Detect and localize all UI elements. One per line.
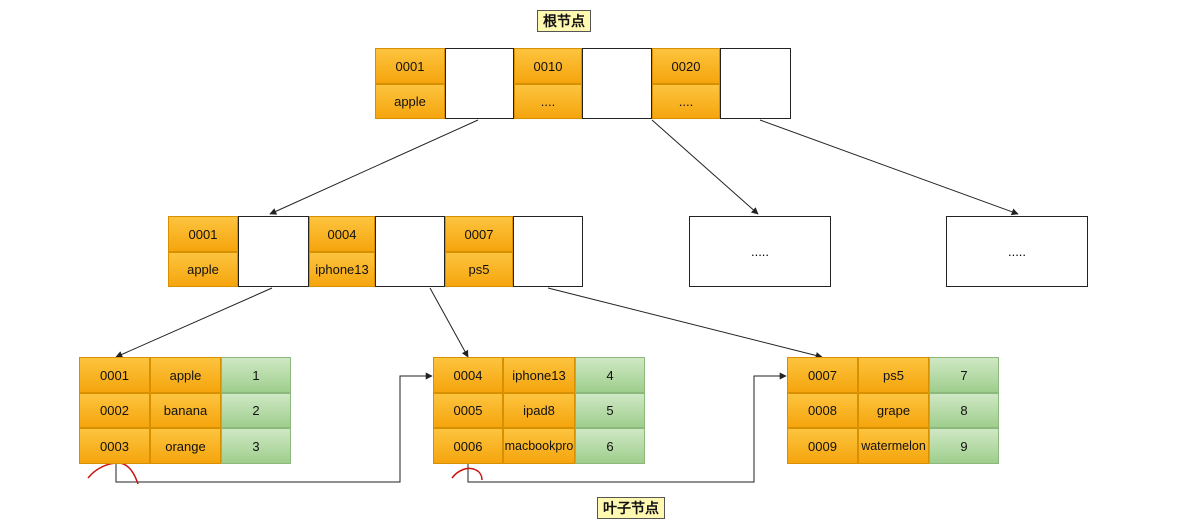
leaf-row-id: 0004 [433,357,503,393]
leaf-row-id: 0008 [787,393,858,428]
root-key-name: .... [652,84,720,119]
leaf-row-id: 0005 [433,393,503,428]
root-pointer-cell [445,48,514,119]
internal-key-name: apple [168,252,238,287]
internal-key-name: ps5 [445,252,513,287]
root-key-id: 0001 [375,48,445,84]
edge-internal-to-leaf-3 [547,287,823,359]
leaf-row-name: iphone13 [503,357,575,393]
leaf-row-id: 0007 [787,357,858,393]
leaf-row-value: 8 [929,393,999,428]
leaf-row-id: 0001 [79,357,150,393]
leaf-row-name: watermelon [858,428,929,464]
leaf-row-name: grape [858,393,929,428]
leaf-row-value: 3 [221,428,291,464]
leaf-row-value: 1 [221,357,291,393]
internal-key-id: 0004 [309,216,375,252]
leaf-row-id: 0003 [79,428,150,464]
edge-internal-to-leaf-2 [429,287,469,358]
edge-root-to-internal-2 [651,119,759,215]
root-key-name: .... [514,84,582,119]
internal-key-id: 0001 [168,216,238,252]
leaf-row-name: macbookpro [503,428,575,464]
edge-root-to-internal-1 [269,119,479,215]
leaf-row-id: 0002 [79,393,150,428]
leaf-row-name: banana [150,393,221,428]
leaf-row-name: ipad8 [503,393,575,428]
root-pointer-cell [582,48,652,119]
leaf-node-label: 叶子节点 [597,497,665,519]
leaf-row-name: apple [150,357,221,393]
leaf-row-value: 4 [575,357,645,393]
internal-pointer-cell [238,216,309,287]
internal-pointer-cell [513,216,583,287]
root-key-id: 0020 [652,48,720,84]
leaf-row-value: 9 [929,428,999,464]
leaf-row-value: 5 [575,393,645,428]
red-annotation-mark-2 [451,467,483,481]
leaf-row-name: ps5 [858,357,929,393]
internal-placeholder-node: ..... [689,216,831,287]
root-node-label: 根节点 [537,10,591,32]
edge-root-to-internal-3 [759,119,1019,216]
leaf-row-name: orange [150,428,221,464]
internal-pointer-cell [375,216,445,287]
root-pointer-cell [720,48,791,119]
root-key-name: apple [375,84,445,119]
red-annotation-mark-1 [87,462,139,485]
leaf-row-id: 0009 [787,428,858,464]
internal-placeholder-node: ..... [946,216,1088,287]
leaf-row-id: 0006 [433,428,503,464]
leaf-link-2-to-3 [467,372,787,483]
leaf-row-value: 2 [221,393,291,428]
edge-internal-to-leaf-1 [115,287,273,358]
internal-key-id: 0007 [445,216,513,252]
internal-key-name: iphone13 [309,252,375,287]
root-key-id: 0010 [514,48,582,84]
leaf-row-value: 7 [929,357,999,393]
leaf-row-value: 6 [575,428,645,464]
leaf-link-1-to-2 [115,372,433,483]
